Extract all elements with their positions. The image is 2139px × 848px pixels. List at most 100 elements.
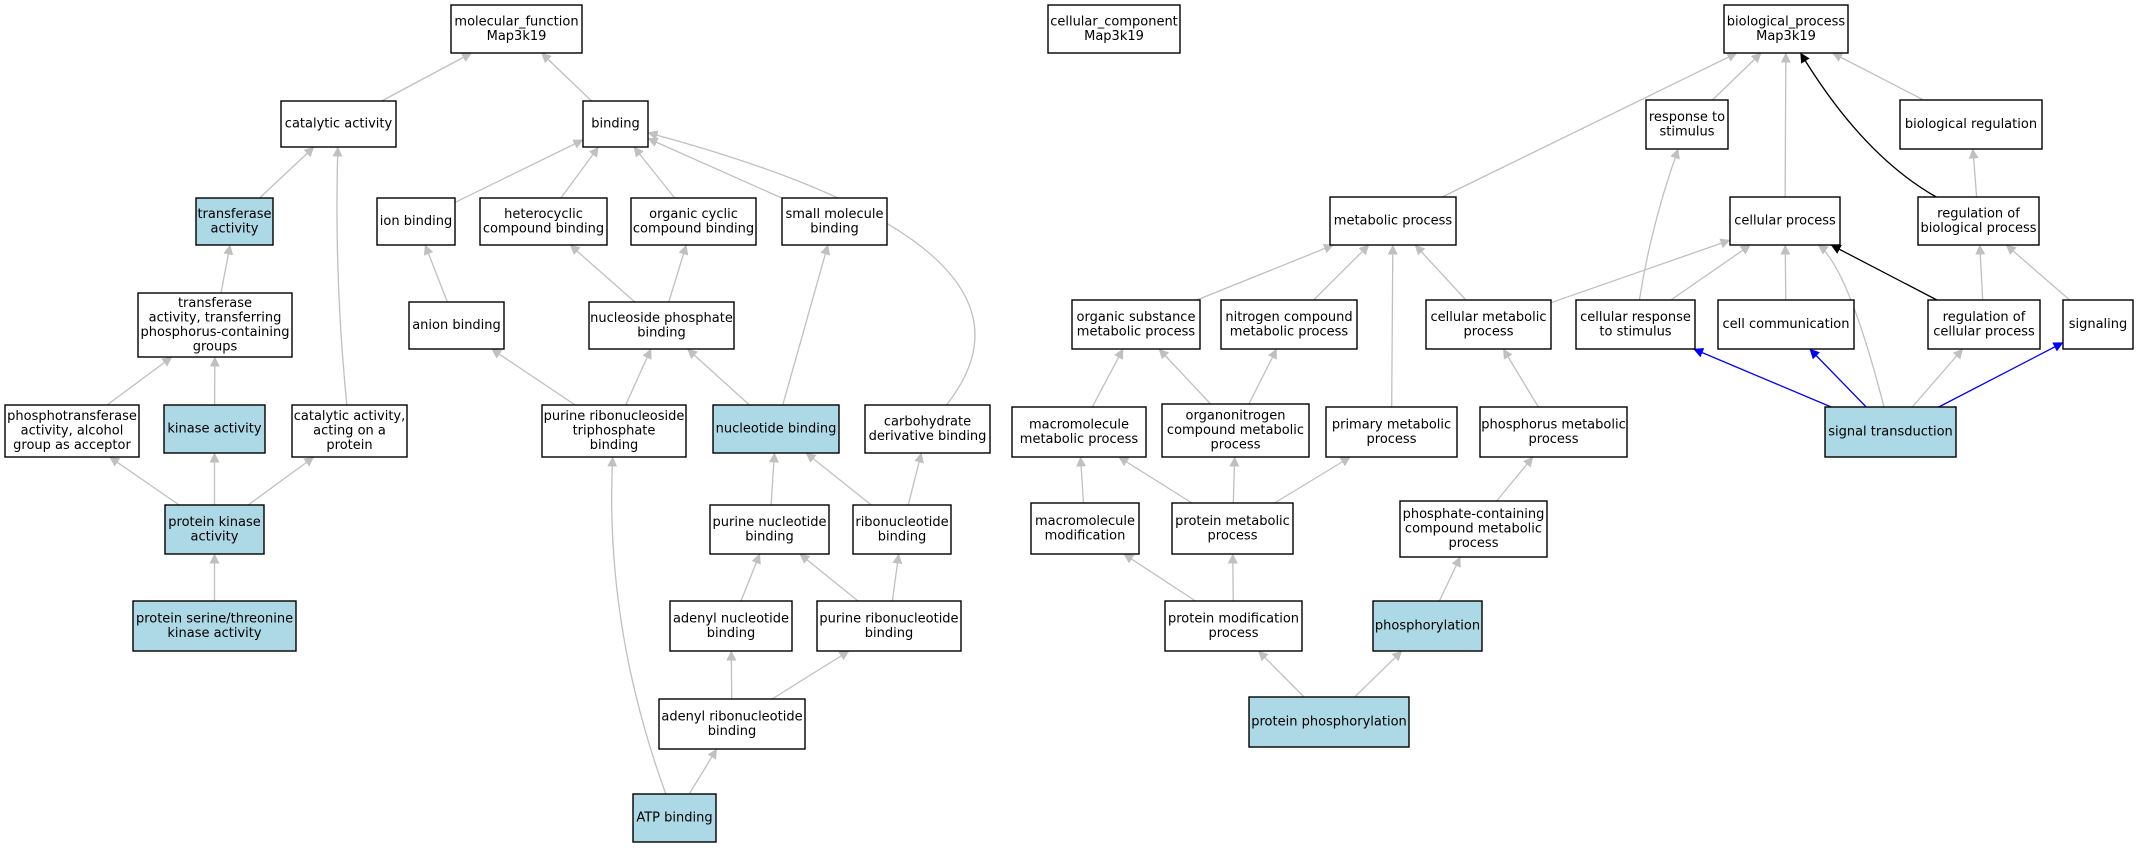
node-box[interactable] bbox=[1164, 600, 1303, 652]
node-box[interactable] bbox=[195, 197, 274, 246]
node-box[interactable] bbox=[450, 4, 583, 54]
node-phosphorylation[interactable]: phosphorylation bbox=[1372, 600, 1483, 652]
node-box[interactable] bbox=[1248, 696, 1410, 748]
node-box[interactable] bbox=[588, 301, 735, 350]
node-box[interactable] bbox=[658, 698, 806, 750]
node-protein-phos[interactable]: protein phosphorylation bbox=[1248, 696, 1410, 748]
node-box[interactable] bbox=[1161, 403, 1310, 458]
node-signal-trans[interactable]: signal transduction bbox=[1824, 406, 1957, 458]
node-box[interactable] bbox=[1220, 299, 1358, 350]
node-box[interactable] bbox=[1927, 299, 2041, 350]
node-box[interactable] bbox=[479, 197, 608, 246]
node-box[interactable] bbox=[1325, 406, 1458, 458]
node-binding[interactable]: binding bbox=[582, 100, 649, 148]
node-box[interactable] bbox=[280, 100, 397, 148]
node-bio-reg[interactable]: biological regulation bbox=[1899, 99, 2043, 150]
node-box[interactable] bbox=[1372, 600, 1483, 652]
node-box[interactable] bbox=[2062, 299, 2134, 350]
node-box[interactable] bbox=[4, 404, 140, 458]
node-cellular-process[interactable]: cellular process bbox=[1729, 196, 1841, 246]
node-box[interactable] bbox=[1047, 4, 1181, 54]
node-box[interactable] bbox=[1645, 99, 1729, 150]
node-box[interactable] bbox=[864, 404, 991, 454]
node-nucleotide-binding[interactable]: nucleotide binding bbox=[712, 404, 840, 454]
node-catalytic[interactable]: catalytic activity bbox=[280, 100, 397, 148]
node-atp[interactable]: ATP binding bbox=[632, 793, 717, 843]
node-box[interactable] bbox=[1030, 502, 1140, 555]
node-box[interactable] bbox=[630, 197, 757, 246]
node-box[interactable] bbox=[709, 504, 830, 555]
node-box[interactable] bbox=[1917, 196, 2040, 246]
node-box[interactable] bbox=[1479, 406, 1628, 458]
node-box[interactable] bbox=[1717, 299, 1855, 350]
node-box[interactable] bbox=[1425, 299, 1552, 350]
node-box[interactable] bbox=[1723, 4, 1849, 54]
node-box[interactable] bbox=[1071, 299, 1201, 350]
node-box[interactable] bbox=[712, 404, 840, 454]
node-box[interactable] bbox=[582, 100, 649, 148]
node-box[interactable] bbox=[1899, 99, 2043, 150]
node-anion-binding[interactable]: anion binding bbox=[408, 301, 505, 350]
node-box[interactable] bbox=[781, 197, 888, 246]
node-box[interactable] bbox=[132, 600, 297, 652]
node-box[interactable] bbox=[1399, 500, 1548, 558]
node-box[interactable] bbox=[376, 197, 456, 246]
node-box[interactable] bbox=[137, 292, 293, 358]
node-box[interactable] bbox=[1329, 196, 1457, 246]
node-box[interactable] bbox=[669, 600, 793, 652]
node-box[interactable] bbox=[163, 404, 266, 454]
node-box[interactable] bbox=[291, 404, 408, 458]
node-box[interactable] bbox=[1011, 406, 1147, 458]
node-box[interactable] bbox=[632, 793, 717, 843]
node-box[interactable] bbox=[816, 600, 962, 652]
node-box[interactable] bbox=[1575, 299, 1696, 350]
node-signaling[interactable]: signaling bbox=[2062, 299, 2134, 350]
node-box[interactable] bbox=[408, 301, 505, 350]
node-kinase[interactable]: kinase activity bbox=[163, 404, 266, 454]
node-box[interactable] bbox=[1171, 502, 1294, 555]
node-box[interactable] bbox=[541, 404, 687, 458]
node-box[interactable] bbox=[1824, 406, 1957, 458]
node-box[interactable] bbox=[164, 504, 265, 555]
node-box[interactable] bbox=[852, 504, 952, 555]
node-cell-comm[interactable]: cell communication bbox=[1717, 299, 1855, 350]
node-ion-binding[interactable]: ion binding bbox=[376, 197, 456, 246]
node-metabolic[interactable]: metabolic process bbox=[1329, 196, 1457, 246]
node-box[interactable] bbox=[1729, 196, 1841, 246]
